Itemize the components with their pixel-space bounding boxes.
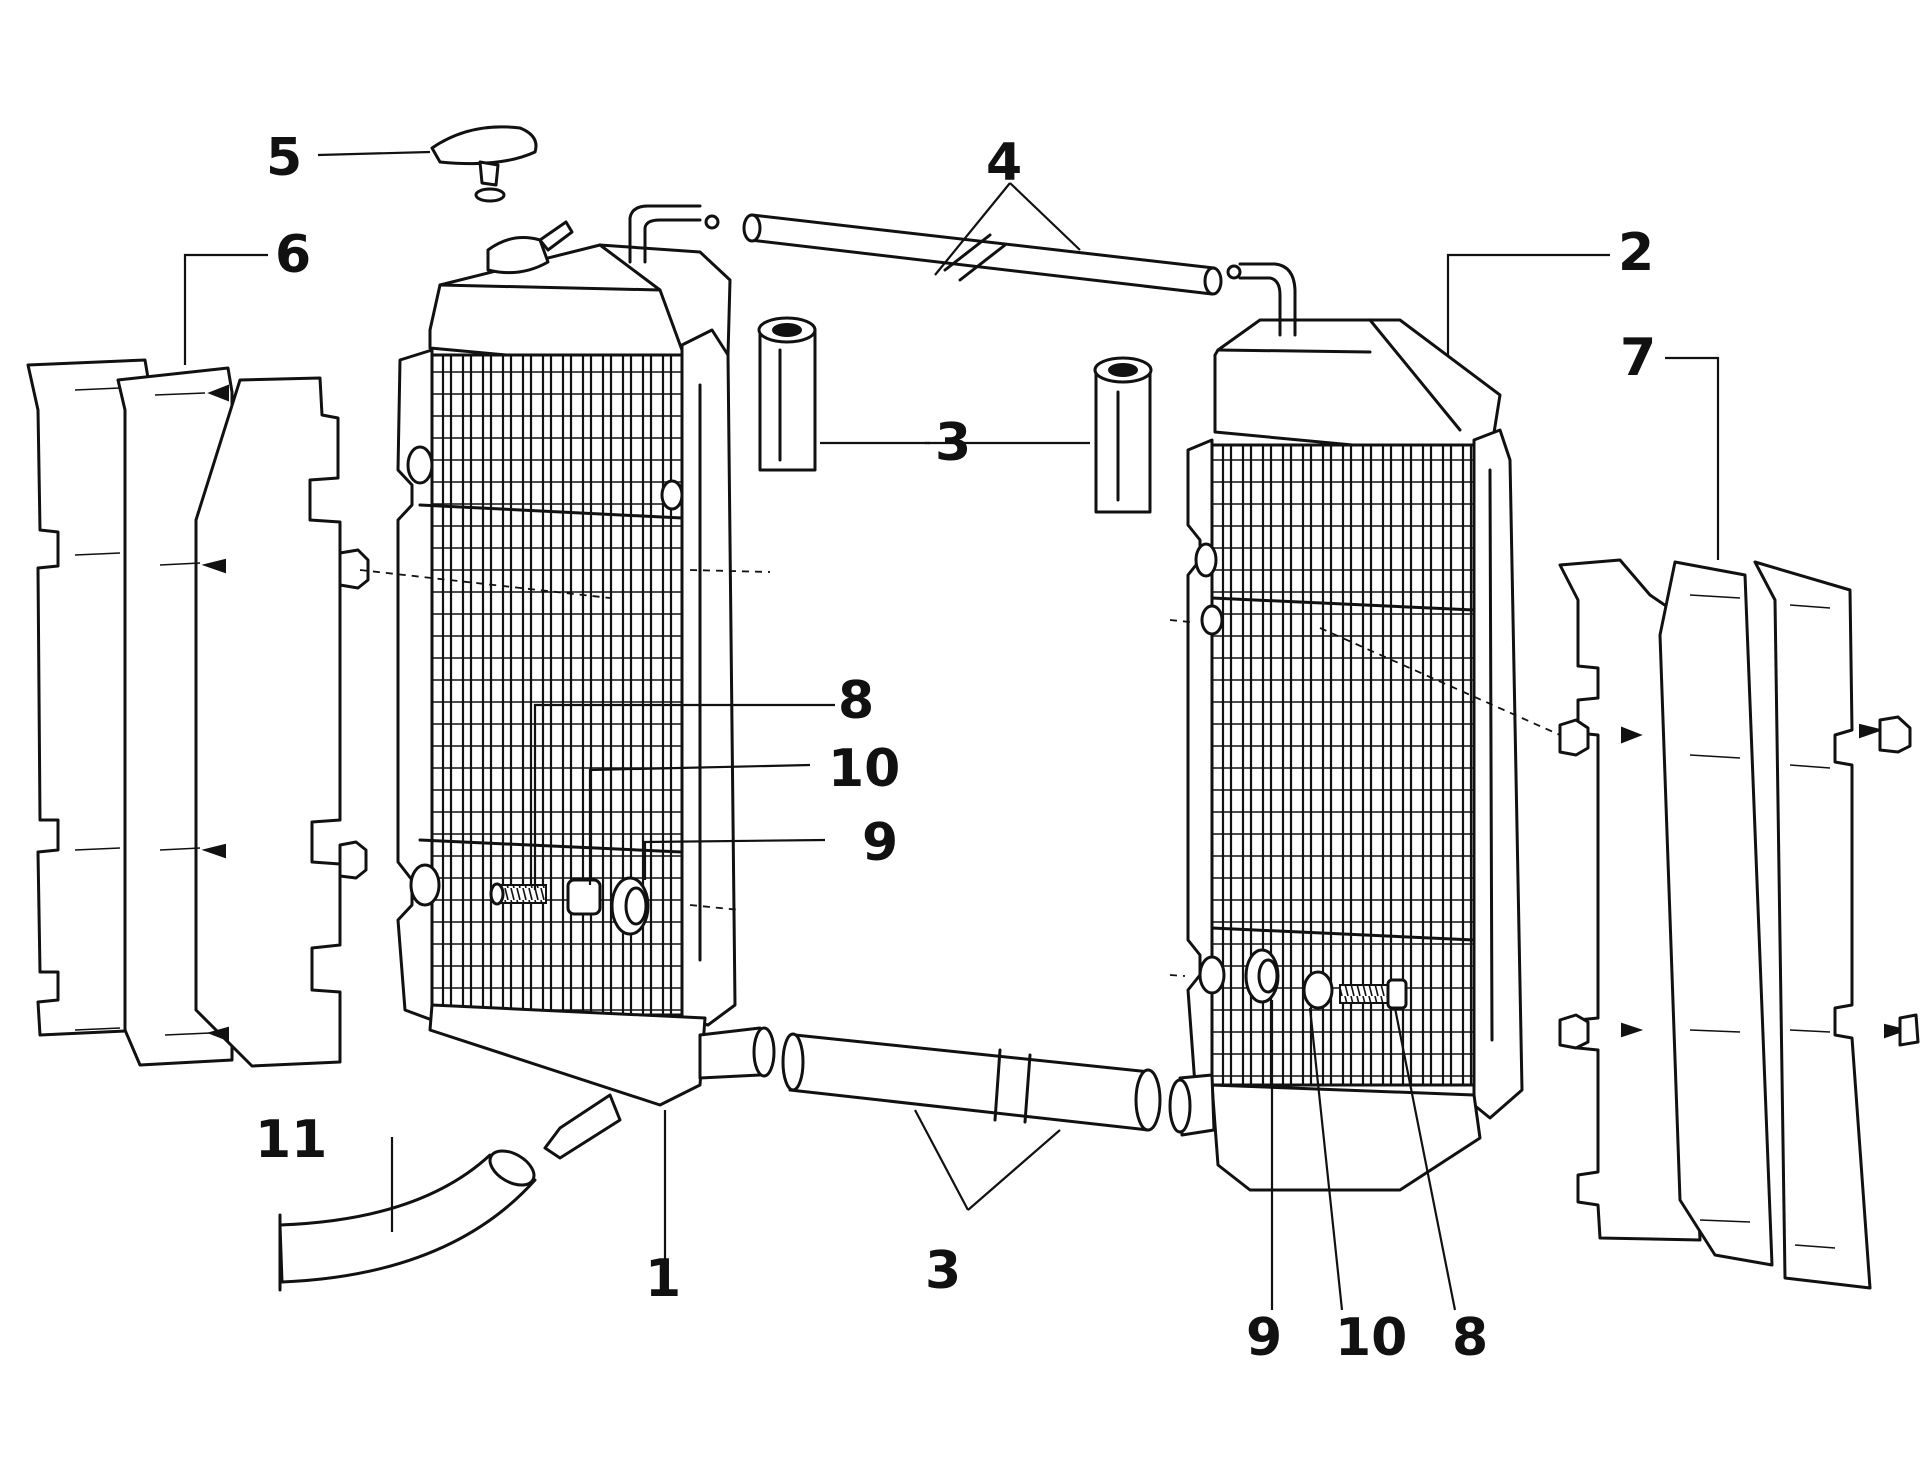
label-part-10-left: 10 bbox=[828, 739, 900, 799]
part-numbers: 5 4 6 2 7 3 8 10 9 11 1 3 9 10 8 bbox=[255, 128, 1656, 1368]
short-tubes bbox=[757, 316, 1153, 514]
leader-lines bbox=[183, 150, 1720, 1311]
label-part-5: 5 bbox=[266, 128, 302, 188]
right-radiator bbox=[1168, 262, 1524, 1192]
label-part-8-left: 8 bbox=[838, 671, 874, 731]
radiator-cap bbox=[430, 125, 538, 203]
right-radiator-guard bbox=[1558, 558, 1920, 1290]
lower-hose bbox=[781, 1032, 1162, 1132]
label-part-11: 11 bbox=[255, 1110, 327, 1170]
label-part-1: 1 bbox=[645, 1249, 681, 1309]
label-part-9-right: 9 bbox=[1246, 1308, 1282, 1368]
label-part-6: 6 bbox=[275, 225, 311, 285]
label-part-8-right: 8 bbox=[1452, 1308, 1488, 1368]
curved-hose bbox=[278, 1149, 537, 1292]
label-part-4: 4 bbox=[986, 133, 1022, 193]
upper-hose bbox=[704, 213, 1242, 296]
left-radiator bbox=[396, 204, 776, 1160]
label-part-3-top: 3 bbox=[935, 413, 971, 473]
label-part-2: 2 bbox=[1618, 223, 1654, 283]
label-part-3-bottom: 3 bbox=[925, 1241, 961, 1301]
label-part-9-left: 9 bbox=[862, 813, 898, 873]
left-radiator-guard bbox=[26, 358, 370, 1068]
label-part-10-right: 10 bbox=[1335, 1308, 1407, 1368]
label-part-7: 7 bbox=[1620, 328, 1656, 388]
